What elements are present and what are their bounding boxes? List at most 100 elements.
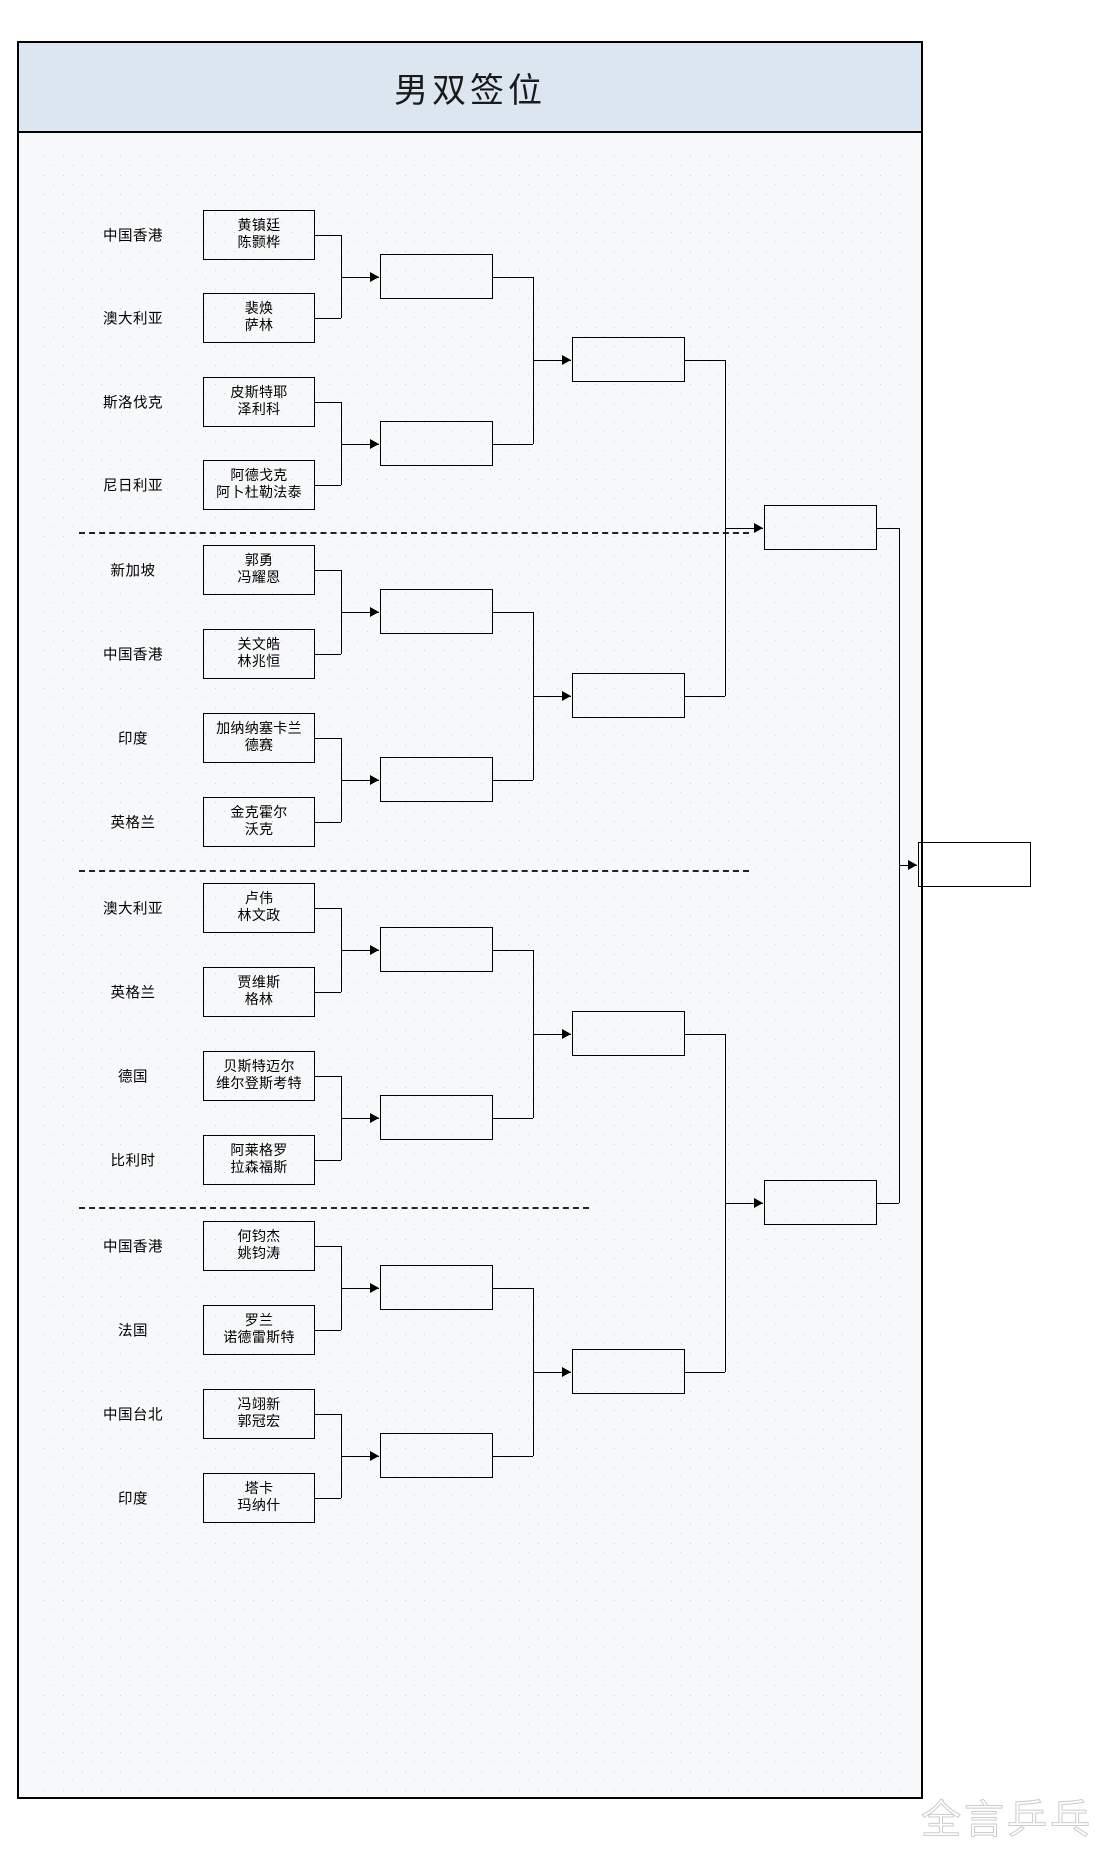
player-name: 黄镇廷 (237, 218, 281, 235)
country-label-15: 中国台北 (103, 1407, 163, 1424)
connector-line (685, 1372, 725, 1373)
country-label-4: 尼日利亚 (103, 478, 163, 495)
country-label-14: 法国 (118, 1323, 148, 1340)
team-box-11[interactable]: 贝斯特迈尔 维尔登斯考特 (203, 1051, 315, 1101)
round2-slot-7[interactable] (380, 1265, 493, 1310)
round2-slot-4[interactable] (380, 757, 493, 802)
round2-slot-6[interactable] (380, 1095, 493, 1140)
connector-arrow (370, 1451, 379, 1461)
player-name: 裴焕 (244, 301, 274, 318)
round2-slot-3[interactable] (380, 589, 493, 634)
connector-line (725, 528, 763, 529)
team-box-2[interactable]: 裴焕 萨林 (203, 293, 315, 343)
player-name: 金克霍尔 (230, 805, 288, 822)
round2-slot-8[interactable] (380, 1433, 493, 1478)
connector-line (533, 1034, 571, 1035)
connector-line (315, 1246, 341, 1247)
team-box-12[interactable]: 阿莱格罗 拉森福斯 (203, 1135, 315, 1185)
team-box-6[interactable]: 关文皓 林兆恒 (203, 629, 315, 679)
connector-line (341, 1456, 379, 1457)
player-name: 林兆恒 (237, 654, 281, 670)
connector-arrow (754, 523, 763, 533)
connector-arrow (562, 355, 571, 365)
round2-slot-5[interactable] (380, 927, 493, 972)
quadrant-separator-1 (79, 532, 749, 534)
player-name: 冯翊新 (237, 1397, 281, 1414)
player-name: 德赛 (244, 738, 274, 754)
player-name: 阿德戈克 (230, 468, 288, 485)
team-box-8[interactable]: 金克霍尔 沃克 (203, 797, 315, 847)
connector-arrow (562, 1367, 571, 1377)
player-name: 诺德雷斯特 (223, 1330, 295, 1346)
team-box-13[interactable]: 何钧杰 姚钧涛 (203, 1221, 315, 1271)
connector-line (315, 1076, 341, 1077)
team-box-4[interactable]: 阿德戈克 阿卜杜勒法泰 (203, 460, 315, 510)
connector-line (315, 570, 341, 571)
connector-line (725, 1203, 763, 1204)
player-name: 阿莱格罗 (230, 1143, 288, 1160)
connector-line (493, 1456, 533, 1457)
country-label-11: 德国 (118, 1069, 148, 1086)
connector-line (533, 1372, 571, 1373)
player-name: 格林 (244, 992, 274, 1008)
connector-line (533, 696, 571, 697)
team-box-1[interactable]: 黄镇廷 陈颢桦 (203, 210, 315, 260)
connector-arrow (562, 691, 571, 701)
player-name: 玛纳什 (237, 1498, 281, 1514)
connector-line (493, 950, 533, 951)
round3-slot-4[interactable] (572, 1349, 685, 1394)
round3-slot-1[interactable] (572, 337, 685, 382)
round4-slot-2[interactable] (764, 1180, 877, 1225)
connector-arrow (370, 1113, 379, 1123)
team-box-7[interactable]: 加纳纳塞卡兰 德赛 (203, 713, 315, 763)
connector-line (341, 612, 379, 613)
player-name: 萨林 (244, 318, 274, 334)
team-box-14[interactable]: 罗兰 诺德雷斯特 (203, 1305, 315, 1355)
connector-line (341, 1118, 379, 1119)
player-name: 塔卡 (244, 1481, 274, 1498)
round3-slot-2[interactable] (572, 673, 685, 718)
connector-line (493, 612, 533, 613)
round4-slot-1[interactable] (764, 505, 877, 550)
player-name: 贾维斯 (237, 975, 281, 992)
player-name: 罗兰 (244, 1313, 274, 1330)
connector-line (533, 360, 571, 361)
page-title: 男双签位 (394, 70, 546, 111)
team-box-10[interactable]: 贾维斯 格林 (203, 967, 315, 1017)
connector-line (685, 1034, 725, 1035)
round3-slot-3[interactable] (572, 1011, 685, 1056)
round2-slot-2[interactable] (380, 421, 493, 466)
connector-arrow (562, 1029, 571, 1039)
connector-arrow (370, 775, 379, 785)
connector-line (493, 780, 533, 781)
team-box-3[interactable]: 皮斯特耶 泽利科 (203, 377, 315, 427)
connector-line (315, 654, 341, 655)
connector-line (685, 360, 725, 361)
team-box-15[interactable]: 冯翊新 郭冠宏 (203, 1389, 315, 1439)
round2-slot-1[interactable] (380, 254, 493, 299)
team-box-9[interactable]: 卢伟 林文政 (203, 883, 315, 933)
connector-line (493, 1288, 533, 1289)
player-name: 维尔登斯考特 (216, 1076, 302, 1092)
connector-line (315, 1498, 341, 1499)
connector-line (315, 402, 341, 403)
player-name: 贝斯特迈尔 (223, 1059, 295, 1076)
country-label-7: 印度 (118, 731, 148, 748)
connector-line (315, 908, 341, 909)
country-label-1: 中国香港 (103, 228, 163, 245)
connector-line (877, 528, 899, 529)
connector-arrow (908, 860, 917, 870)
connector-line (341, 277, 379, 278)
team-box-5[interactable]: 郭勇 冯耀恩 (203, 545, 315, 595)
connector-line (341, 950, 379, 951)
player-name: 冯耀恩 (237, 570, 281, 586)
player-name: 阿卜杜勒法泰 (216, 485, 302, 501)
connector-line (315, 822, 341, 823)
connector-line (315, 1160, 341, 1161)
country-label-2: 澳大利亚 (103, 311, 163, 328)
connector-arrow (370, 945, 379, 955)
team-box-16[interactable]: 塔卡 玛纳什 (203, 1473, 315, 1523)
final-slot[interactable] (918, 842, 1031, 887)
connector-line (315, 485, 341, 486)
